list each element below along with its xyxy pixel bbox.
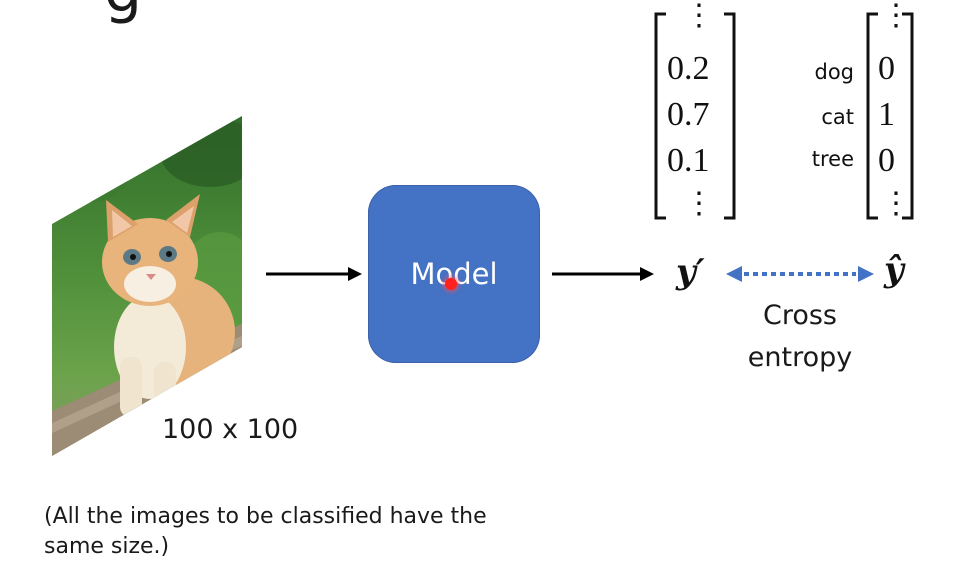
prediction-ellipsis-bottom: ⋮ <box>684 187 714 220</box>
prediction-value-1: 0.7 <box>667 96 710 133</box>
prediction-value-0: 0.2 <box>667 50 710 87</box>
kitten-image <box>52 116 242 456</box>
prediction-symbol: y′ <box>676 252 705 292</box>
target-value-0: 0 <box>878 50 895 87</box>
image-size-label: 100 x 100 <box>162 414 299 445</box>
target-label-1: cat <box>821 105 854 129</box>
target-label-2: tree <box>811 147 854 171</box>
target-brackets <box>866 12 914 220</box>
prediction-ellipsis-top: ⋮ <box>684 0 714 32</box>
title-partial: g <box>104 0 142 26</box>
pointer-dot <box>445 278 457 290</box>
cross-entropy-arrow <box>726 266 874 282</box>
arrow-image-to-model <box>266 267 362 281</box>
target-ellipsis-bottom: ⋮ <box>881 187 911 220</box>
target-ellipsis-top: ⋮ <box>881 0 911 32</box>
target-label-0: dog <box>814 60 854 84</box>
prediction-value-2: 0.1 <box>667 142 710 179</box>
note-line2: same size.) <box>44 534 170 559</box>
target-symbol: ŷ <box>884 250 904 290</box>
loss-label-line1: Cross <box>762 300 837 331</box>
model-box: Model <box>368 185 540 363</box>
target-value-1: 1 <box>878 96 895 133</box>
loss-label-line2: entropy <box>747 342 853 373</box>
note-line1: (All the images to be classified have th… <box>44 504 487 529</box>
arrow-model-to-output <box>552 267 654 281</box>
target-value-2: 0 <box>878 142 895 179</box>
prediction-brackets <box>654 12 736 220</box>
